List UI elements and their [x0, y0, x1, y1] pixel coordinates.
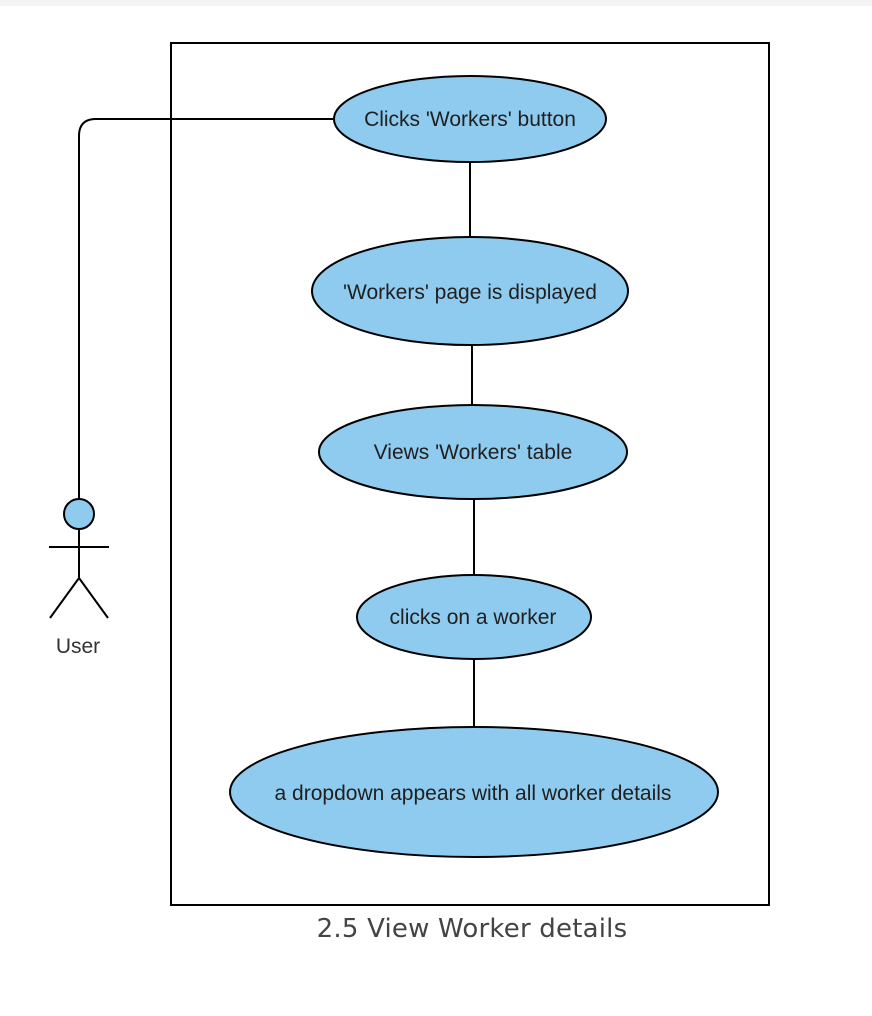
- use-case-4[interactable]: clicks on a worker: [356, 574, 592, 660]
- use-case-4-shape: [356, 574, 592, 660]
- use-case-1-label: Clicks 'Workers' button: [364, 108, 576, 131]
- use-case-2-shape: [311, 236, 629, 346]
- use-case-5[interactable]: a dropdown appears with all worker detai…: [229, 726, 719, 858]
- actor-left-leg: [49, 577, 80, 619]
- use-case-3-label: Views 'Workers' table: [374, 441, 573, 464]
- system-boundary: [170, 42, 770, 906]
- use-case-3[interactable]: Views 'Workers' table: [318, 404, 628, 500]
- use-case-1[interactable]: Clicks 'Workers' button: [333, 75, 607, 163]
- use-case-2-label: 'Workers' page is displayed: [343, 281, 597, 304]
- top-strip: [0, 0, 872, 6]
- use-case-5-label: a dropdown appears with all worker detai…: [275, 782, 672, 805]
- use-case-5-shape: [229, 726, 719, 858]
- use-case-4-label: clicks on a worker: [390, 606, 557, 629]
- use-case-2[interactable]: 'Workers' page is displayed: [311, 236, 629, 346]
- use-case-1-shape: [333, 75, 607, 163]
- actor-right-leg: [78, 577, 109, 619]
- actor-label: User: [56, 635, 100, 658]
- diagram-caption: 2.5 View Worker details: [316, 914, 628, 944]
- actor-association-line: [78, 118, 334, 499]
- stick-figure-icon[interactable]: [49, 498, 109, 619]
- use-case-3-shape: [318, 404, 628, 500]
- actor-head: [63, 498, 95, 530]
